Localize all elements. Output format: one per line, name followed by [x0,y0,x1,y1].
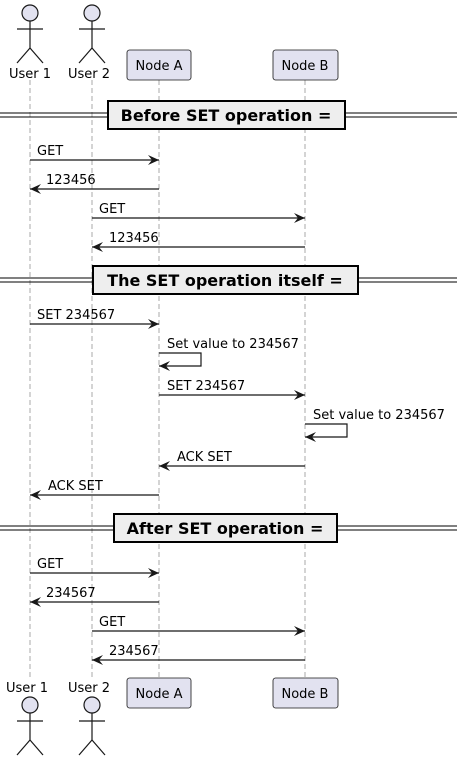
section-separator-set: The SET operation itself = [0,265,457,295]
participant-user1-top: User 1 [9,4,51,82]
message-label: Set value to 234567 [167,337,299,352]
participant-label-user2: User 2 [68,681,110,696]
participant-node-b-top: Node B [272,49,339,81]
message-ack-node-b-node-a: ACK SET [159,450,305,471]
participant-node-b-bottom: Node B [272,677,339,709]
participant-node-a-top: Node A [126,49,192,81]
message-set-user1-node-a: SET 234567 [30,308,159,329]
participant-label-node-a: Node A [136,59,183,74]
message-label: Set value to 234567 [313,408,445,423]
message-label: GET [99,202,125,217]
message-reply-node-a-user1: 123456 [30,173,159,194]
message-reply-node-b-user2-after: 234567 [92,644,305,665]
message-label: 123456 [109,231,159,246]
section-title: Before SET operation = [121,106,332,125]
message-label: 123456 [46,173,96,188]
message-label: 234567 [46,586,96,601]
participant-label-user1: User 1 [9,67,51,82]
message-reply-node-a-user1-after: 234567 [30,586,159,607]
message-get-user1-node-a-after: GET [30,557,159,578]
message-label: SET 234567 [167,379,245,394]
message-self-node-a: Set value to 234567 [159,337,299,371]
message-reply-node-b-user2: 123456 [92,231,305,252]
participant-label-node-b: Node B [282,687,329,702]
participant-user2-top: User 2 [68,4,110,82]
section-title: The SET operation itself = [107,271,343,290]
participant-label-user1: User 1 [6,681,48,696]
message-set-node-a-node-b: SET 234567 [159,379,305,400]
message-get-user2-node-b: GET [92,202,305,223]
participant-user1-bottom: User 1 [6,681,48,756]
section-separator-before: Before SET operation = [0,100,457,130]
section-title: After SET operation = [127,519,324,538]
message-label: ACK SET [48,479,103,494]
message-label: GET [37,144,63,159]
message-label: SET 234567 [37,308,115,323]
message-label: 234567 [109,644,159,659]
participant-label-node-a: Node A [136,687,183,702]
participant-label-node-b: Node B [282,59,329,74]
section-separator-after: After SET operation = [0,513,457,543]
participant-node-a-bottom: Node A [126,677,192,709]
message-label: GET [99,615,125,630]
message-get-user1-node-a: GET [30,144,159,165]
message-label: GET [37,557,63,572]
message-label: ACK SET [177,450,232,465]
participant-label-user2: User 2 [68,67,110,82]
message-get-user2-node-b-after: GET [92,615,305,636]
participant-user2-bottom: User 2 [68,681,110,756]
message-ack-node-a-user1: ACK SET [30,479,159,500]
message-self-node-b: Set value to 234567 [305,408,445,442]
